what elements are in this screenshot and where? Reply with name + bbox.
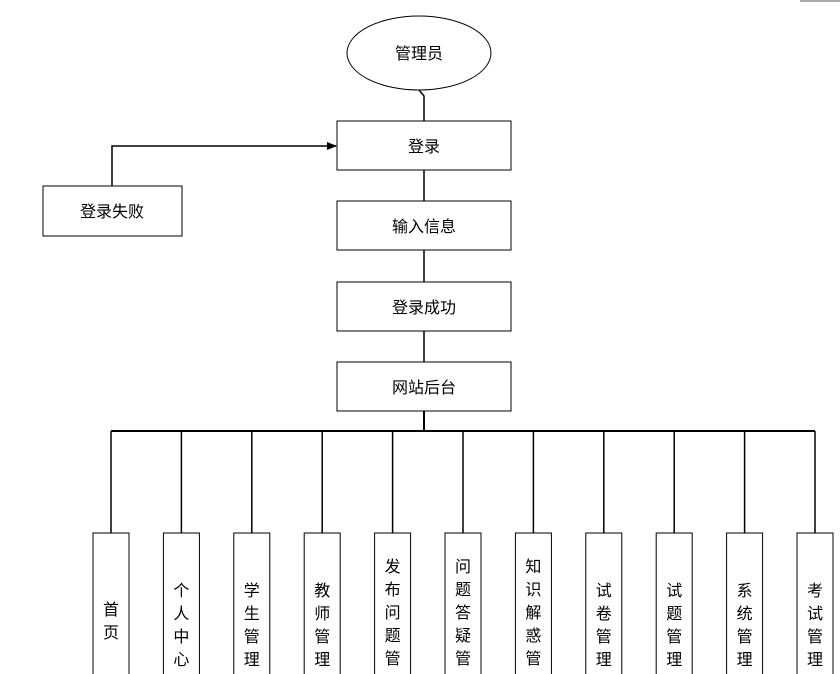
module-box	[514, 532, 552, 674]
module-box	[303, 532, 341, 674]
flow-step-input-info-label: 输入信息	[392, 217, 456, 236]
module-box	[92, 532, 130, 674]
login-failure-label: 登录失败	[80, 202, 144, 221]
module-box	[655, 532, 693, 674]
module-box	[162, 532, 200, 674]
module-label: 试卷管理	[596, 581, 612, 669]
flow-step-login-success: 登录成功	[336, 281, 512, 332]
login-failure-node: 登录失败	[42, 185, 183, 237]
module-label: 系统管理	[737, 581, 753, 669]
module-node: 试卷管理	[585, 431, 623, 674]
module-label: 个人中心	[173, 581, 189, 669]
module-box	[444, 532, 482, 674]
module-label: 首页	[103, 600, 119, 642]
module-box	[726, 532, 764, 674]
module-node: 系统管理	[726, 431, 764, 674]
module-node: 考试管理	[796, 431, 834, 674]
module-node: 首页	[92, 431, 130, 674]
module-node: 个人中心	[162, 431, 200, 674]
root-node-label: 管理员	[395, 44, 443, 63]
module-list: 首页 个人中心 学生管理 教师管理 发布问题管理 问题答疑管理 知识解惑管理 试卷管理 试题管理…	[92, 431, 834, 674]
module-node: 教师管理	[303, 431, 341, 674]
module-label: 问题答疑管理	[455, 557, 471, 674]
module-node: 问题答疑管理	[444, 431, 482, 674]
module-node: 知识解惑管理	[514, 431, 552, 674]
module-label: 教师管理	[314, 581, 330, 669]
module-node: 学生管理	[233, 431, 271, 674]
module-box	[585, 532, 623, 674]
module-label: 知识解惑管理	[525, 557, 541, 674]
module-label: 试题管理	[666, 581, 682, 669]
module-node: 试题管理	[655, 431, 693, 674]
flow-step-input-info: 输入信息	[336, 200, 512, 251]
flow-step-login-label: 登录	[408, 137, 440, 156]
flow-step-backend-label: 网站后台	[392, 378, 456, 397]
module-label: 学生管理	[244, 581, 260, 669]
module-box	[796, 532, 834, 674]
flow-step-login-success-label: 登录成功	[392, 298, 456, 317]
module-box	[374, 532, 412, 674]
flow-step-backend: 网站后台	[336, 361, 512, 412]
arrow-failure-to-login	[111, 142, 337, 186]
module-node: 发布问题管理	[374, 431, 412, 674]
module-label: 考试管理	[807, 581, 823, 669]
module-box	[233, 532, 271, 674]
module-label: 发布问题管理	[385, 557, 401, 674]
flow-step-login: 登录	[336, 120, 512, 171]
connector-root-login	[418, 89, 425, 121]
